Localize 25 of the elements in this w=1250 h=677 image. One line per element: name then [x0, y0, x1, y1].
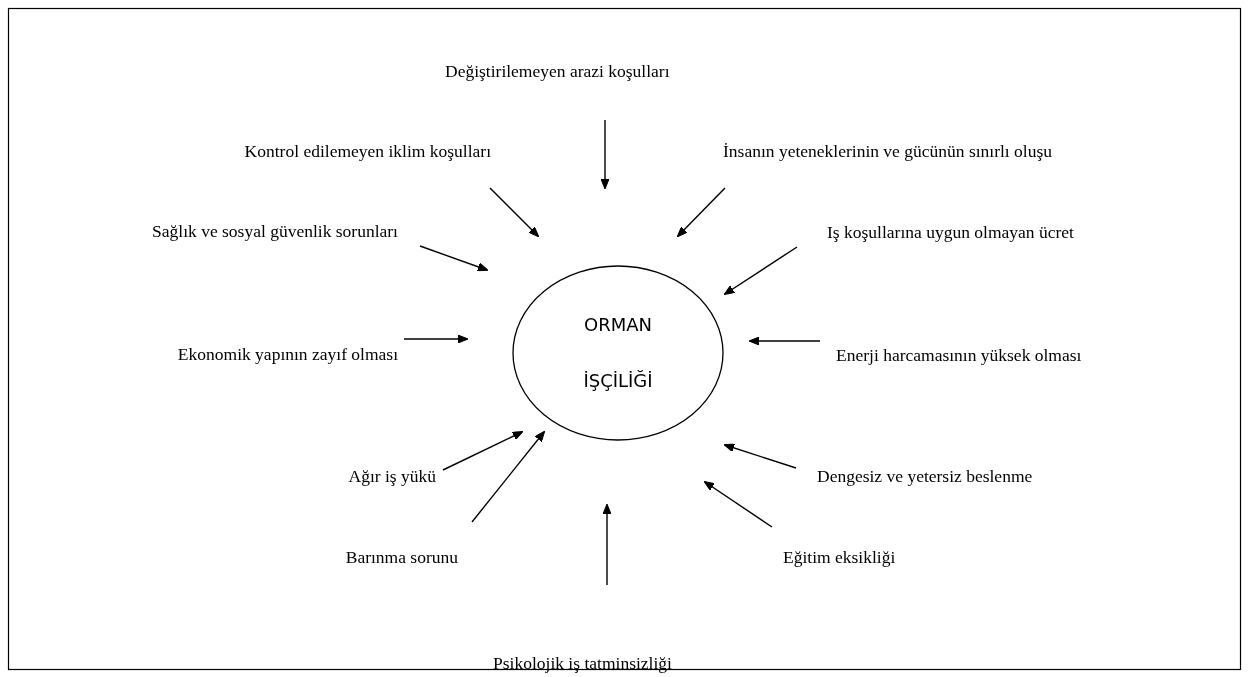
- arrow: [403, 334, 469, 344]
- arrow: [703, 480, 773, 528]
- arrow: [723, 246, 798, 296]
- arrow: [489, 187, 540, 238]
- factor-label: Dengesiz ve yetersiz beslenme: [817, 466, 1108, 486]
- factor-label: Sağlık ve sosyal güvenlik sorunları: [66, 221, 398, 241]
- arrow: [471, 430, 546, 523]
- arrow: [723, 443, 797, 469]
- factor-label: İnsanın yeteneklerinin ve gücünün sınırlı oluşu: [723, 141, 1171, 161]
- factor-label: Ekonomik yapının zayıf olması: [100, 344, 398, 364]
- arrow: [419, 245, 489, 272]
- factor-label: Psikolojik iş tatminsizliği: [493, 653, 757, 673]
- factor-label: Kontrol edilemeyen iklim koşulları: [157, 141, 491, 161]
- factor-label: Ağır iş yükü: [312, 466, 436, 486]
- arrow: [442, 431, 524, 471]
- arrow: [600, 119, 610, 190]
- factor-label: Barınma sorunu: [302, 547, 458, 567]
- center-label: ORMAN İŞÇİLİĞİ: [582, 313, 654, 393]
- arrow: [602, 503, 612, 586]
- factor-label: Değiştirilemeyen arazi koşulları: [445, 61, 745, 81]
- factor-label: Enerji harcamasının yüksek olması: [836, 345, 1173, 365]
- factor-label: Eğitim eksikliği: [783, 547, 935, 567]
- factor-label: Iş koşullarına uygun olmayan ücret: [827, 222, 1161, 242]
- arrow: [676, 187, 726, 238]
- arrow: [748, 336, 821, 346]
